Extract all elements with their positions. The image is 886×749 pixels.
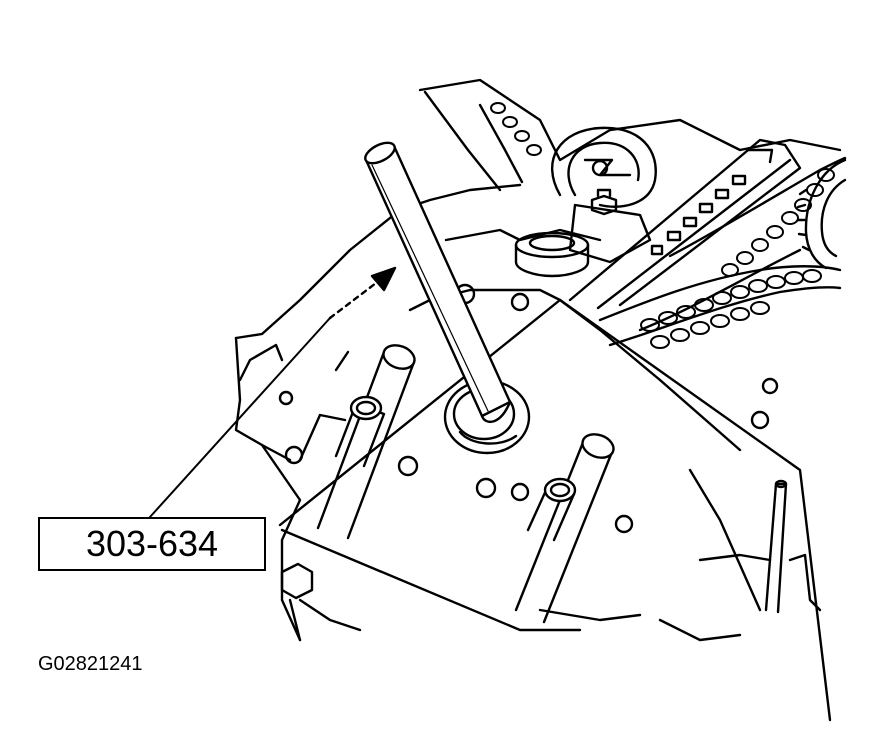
dowel-right [526,477,577,542]
bolt-head [568,188,652,264]
timing-chain [490,102,847,349]
callout-leader-line [149,317,331,518]
camshaft-sprocket [796,158,847,270]
tensioner-loop [550,126,657,208]
tool-number-callout: 303-634 [38,517,266,571]
lower-bolt [280,562,314,642]
engine-block [234,78,842,642]
chain-guide [568,138,802,310]
cover-plate-edges [278,298,832,722]
figure-id-label: G02821241 [38,653,143,675]
guide-slots [650,174,747,256]
pointer-arrow [328,266,397,320]
side-stud [764,479,822,614]
oil-seal-cap [514,231,590,278]
alignment-pin-left [316,344,416,540]
dowel-left [298,395,386,468]
alignment-pin-right [514,433,615,624]
special-tool-303-634 [364,141,512,424]
